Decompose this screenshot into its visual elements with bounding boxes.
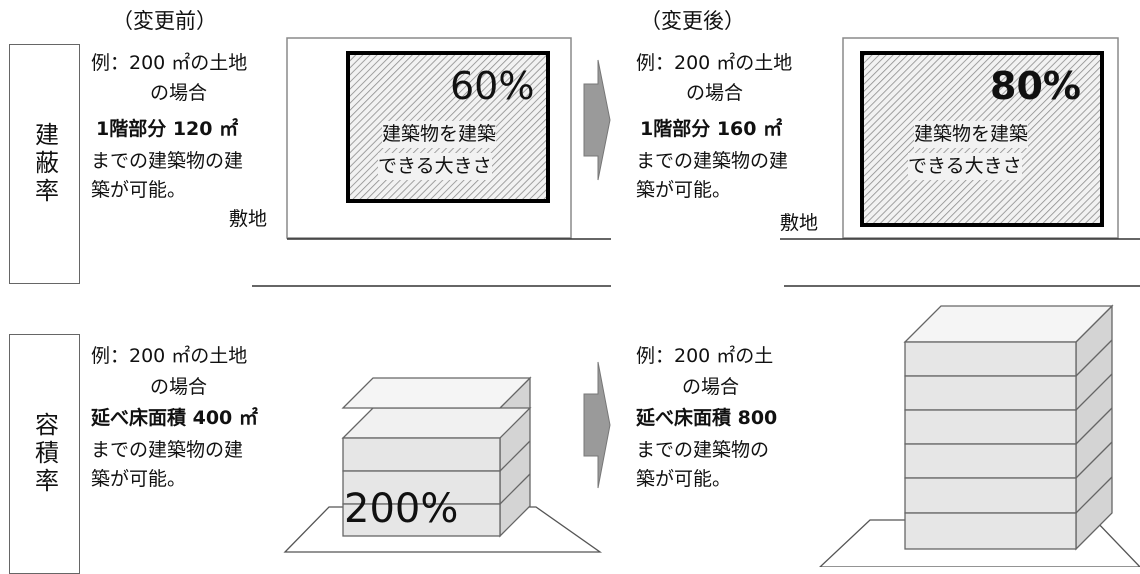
floor-area-before-building <box>341 376 532 538</box>
floor-area-label-text: 容積率 <box>30 412 59 496</box>
coverage-after-line1: 例：200 ㎡の土地 <box>636 52 793 74</box>
floor-area-after-line2: の場合 <box>682 376 740 398</box>
floor-area-before-percent: 200% <box>344 486 459 532</box>
coverage-before-line2: の場合 <box>150 82 208 104</box>
floor-area-before-line2: の場合 <box>150 376 208 398</box>
arrow-icon <box>583 361 611 489</box>
row-label-coverage: 建蔽率 <box>9 44 80 284</box>
coverage-before-lot-label: 敷地 <box>229 208 268 230</box>
coverage-before-line4: までの建築物の建 <box>91 150 244 172</box>
coverage-before-line5: 築が可能。 <box>91 179 187 201</box>
heading-after: （変更後） <box>640 9 745 33</box>
floor-area-after-line4: までの建築物の <box>636 439 770 461</box>
coverage-after-line4: までの建築物の建 <box>636 150 789 172</box>
coverage-after-line3: 1階部分 160 ㎡ <box>640 118 783 140</box>
floor-area-after-building <box>903 304 1114 551</box>
heading-before: （変更前） <box>112 9 217 33</box>
coverage-after-lot-label: 敷地 <box>780 212 819 234</box>
coverage-after-line2: の場合 <box>686 82 744 104</box>
coverage-after-line5: 築が可能。 <box>636 179 732 201</box>
coverage-after-area-text-2: できる大きさ <box>908 153 1022 180</box>
coverage-after-percent: 80% <box>990 64 1081 108</box>
coverage-after-area-text-1: 建築物を建築 <box>914 121 1029 148</box>
floor-area-after-line3: 延べ床面積 800 <box>636 407 778 429</box>
floor-area-before-line1: 例：200 ㎡の土地 <box>91 345 248 367</box>
coverage-before-area-text-2: できる大きさ <box>378 153 492 180</box>
floor-area-before-line5: 築が可能。 <box>91 468 187 490</box>
floor-area-after-text-block: 例：200 ㎡の土 の場合 延べ床面積 800 までの建築物の 築が可能。 <box>636 343 814 503</box>
floor-area-before-line3: 延べ床面積 400 ㎡ <box>91 407 258 429</box>
coverage-before-area-text-1: 建築物を建築 <box>382 121 497 148</box>
floor-area-before-line4: までの建築物の建 <box>91 439 244 461</box>
coverage-label-text: 建蔽率 <box>30 122 59 206</box>
arrow-icon <box>583 59 611 181</box>
floor-area-after-line1: 例：200 ㎡の土 <box>636 345 774 367</box>
coverage-before-line1: 例：200 ㎡の土地 <box>91 52 248 74</box>
coverage-before-line3: 1階部分 120 ㎡ <box>96 118 239 140</box>
floor-area-after-line5: 築が可能。 <box>636 468 732 490</box>
coverage-before-percent: 60% <box>450 64 535 108</box>
